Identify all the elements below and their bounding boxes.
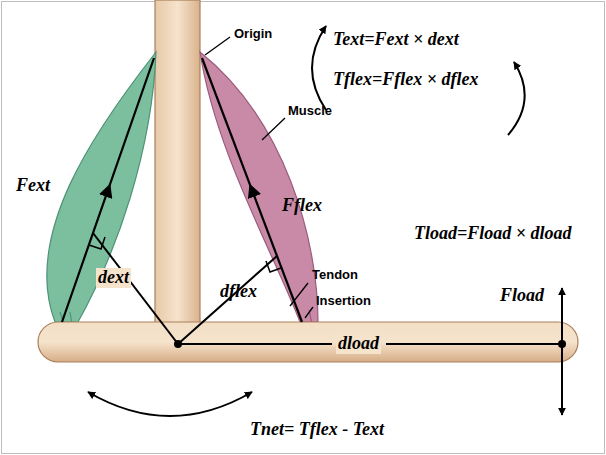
extensor-muscle bbox=[47, 52, 156, 322]
distance-symbol: dload bbox=[336, 334, 381, 354]
lower-bone bbox=[38, 322, 578, 362]
part-name: Muscle bbox=[288, 104, 332, 118]
part-name: Insertion bbox=[316, 294, 371, 308]
extensor-force-arrow bbox=[62, 190, 108, 322]
flexor-moment-arm bbox=[178, 256, 277, 344]
leader-line bbox=[205, 37, 230, 55]
moment-formula: Tnet= Tflex - Text bbox=[250, 420, 384, 440]
distance-symbol: dext bbox=[96, 268, 131, 288]
rotation-arrow bbox=[88, 392, 252, 416]
extensor-moment-arm bbox=[93, 233, 178, 344]
distance-symbol: dflex bbox=[220, 282, 257, 302]
load-moment-arm bbox=[386, 343, 562, 345]
leader-line bbox=[290, 283, 308, 306]
leader-line bbox=[305, 307, 313, 318]
extensor-force-line bbox=[62, 58, 154, 322]
moment-bracket bbox=[312, 26, 326, 110]
flexor-force-line bbox=[202, 58, 302, 322]
right-angle-mark bbox=[89, 237, 105, 249]
part-name: Origin bbox=[234, 27, 272, 41]
load-moment-arm bbox=[178, 343, 332, 345]
moment-formula: Tload=Fload × dload bbox=[414, 224, 572, 244]
flexor-muscle bbox=[200, 52, 318, 322]
leader-line bbox=[262, 118, 285, 140]
joint-pivot bbox=[174, 340, 182, 348]
force-symbol: Fflex bbox=[282, 196, 322, 216]
right-angle-mark bbox=[266, 261, 281, 272]
force-symbol: Fload bbox=[500, 286, 544, 306]
moment-formula: Text=Fext × dext bbox=[333, 30, 459, 50]
upper-bone bbox=[155, 0, 200, 345]
part-name: Tendon bbox=[312, 268, 358, 282]
moment-formula: Tflex=Fflex × dflex bbox=[333, 70, 478, 90]
moment-bracket bbox=[508, 62, 525, 135]
force-symbol: Fext bbox=[16, 176, 50, 196]
load-force-arrow bbox=[561, 288, 563, 415]
